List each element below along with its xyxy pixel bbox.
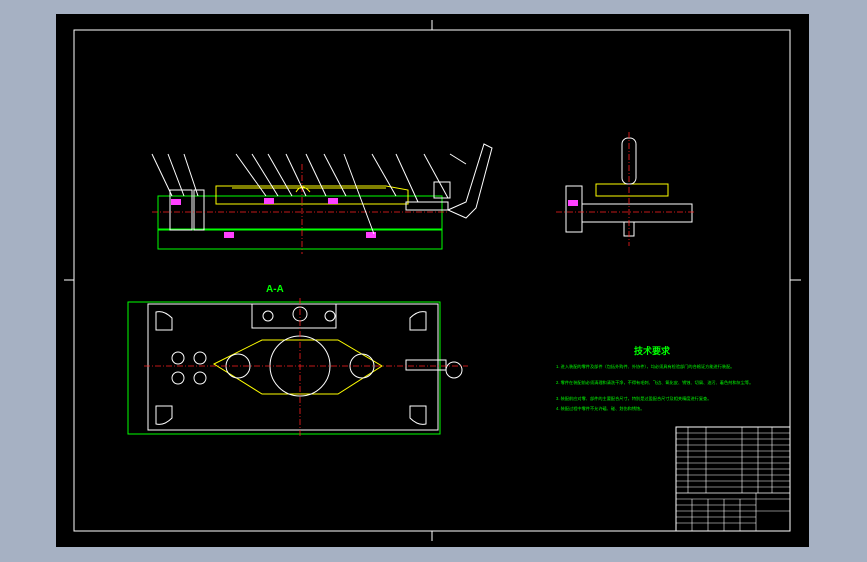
- top-hole-1: [262, 310, 274, 322]
- left-hole-2: [171, 371, 185, 385]
- tech-req-title: 技术要求: [634, 345, 671, 356]
- bolt-detail-4: [224, 232, 234, 238]
- section-outline: [127, 301, 441, 435]
- slot-bottom-right: [409, 405, 427, 425]
- slot-bottom-left: [155, 405, 173, 425]
- title-block-main: [676, 492, 790, 531]
- top-block: [251, 303, 337, 329]
- drawing-svg: A-A: [64, 20, 801, 541]
- section-body: [147, 303, 439, 431]
- tech-req-item-3: 3. 装配前应对零、部件的主要配合尺寸，特别是过盈配合尺寸及相关精度进行复查。: [556, 395, 711, 402]
- left-hole-3: [193, 351, 207, 365]
- handle-lever: [446, 143, 493, 219]
- slot-top-right: [409, 311, 427, 331]
- screw-nut: [433, 181, 451, 199]
- section-view[interactable]: [127, 298, 468, 438]
- tech-req-item-2: 2. 零件在装配前必须清理和清洗干净，不得有毛刺、飞边、氧化皮、锈蚀、切屑、油污…: [556, 379, 753, 386]
- title-block: [675, 426, 791, 532]
- parts-list-frame: [675, 426, 791, 532]
- technical-requirements: 技术要求 1. 进入装配的零件及部件（包括外购件、外协件），均必须具有检验部门的…: [556, 345, 753, 412]
- side-clamp: [595, 183, 669, 197]
- tech-req-item-1: 1. 进入装配的零件及部件（包括外购件、外协件），均必须具有检验部门的合格证方能…: [556, 363, 734, 370]
- swing-arm: [212, 339, 383, 395]
- bolt-detail-5: [366, 232, 376, 238]
- left-hole-1: [171, 351, 185, 365]
- left-support: [169, 189, 193, 231]
- top-hole-3: [324, 310, 336, 322]
- clamp-arc: [295, 186, 311, 193]
- section-knob: [445, 361, 463, 379]
- base-plate: [157, 228, 443, 250]
- front-view[interactable]: [151, 143, 493, 254]
- bolt-detail-2: [264, 198, 274, 204]
- section-screw: [405, 359, 447, 371]
- side-view[interactable]: [556, 132, 696, 246]
- left-hole-4: [193, 371, 207, 385]
- screw-rod: [405, 201, 449, 211]
- side-rail: [581, 203, 693, 223]
- slot-top-left: [155, 311, 173, 331]
- tech-req-item-4: 4. 装配过程中零件不允许磕、碰、划伤和锈蚀。: [556, 405, 644, 412]
- body-block: [157, 195, 443, 231]
- clamp-lever: [215, 185, 409, 205]
- left-pin: [193, 189, 205, 231]
- drawing-canvas[interactable]: A-A: [56, 14, 809, 547]
- bolt-detail-3: [328, 198, 338, 204]
- side-bolt: [568, 200, 578, 206]
- part-leaders: [151, 153, 467, 235]
- sheet-border: [73, 29, 791, 532]
- side-body: [565, 185, 583, 233]
- section-label: A-A: [266, 284, 284, 295]
- bolt-detail-1: [171, 199, 181, 205]
- parts-list-rows: [676, 427, 790, 494]
